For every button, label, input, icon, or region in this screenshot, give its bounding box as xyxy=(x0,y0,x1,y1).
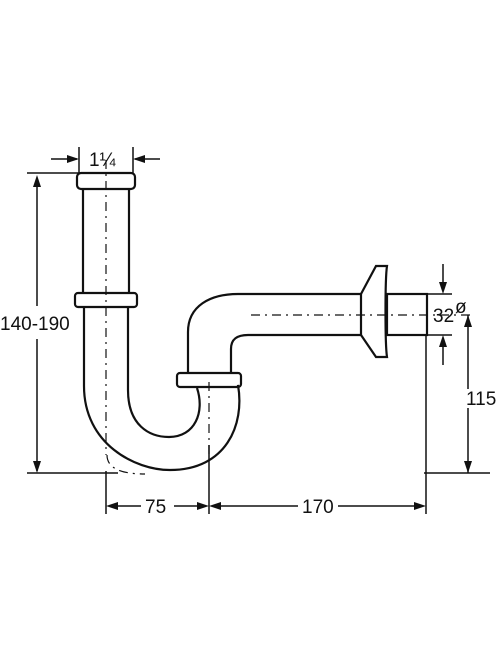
height-range-label: 140-190 xyxy=(0,314,70,335)
inlet-left-arrow xyxy=(67,155,79,163)
outlet-bottom-arrow xyxy=(439,335,447,347)
outlet-diameter-label: 32 xyxy=(433,306,454,327)
outlet-height-bottom-arrow xyxy=(464,461,472,473)
inlet-diameter-label: 1¼ xyxy=(89,150,117,171)
u-bend-inner xyxy=(126,307,201,439)
height-top-arrow xyxy=(33,175,41,187)
width-170-right-arrow xyxy=(414,502,426,510)
diameter-symbol: ø xyxy=(455,297,467,318)
trap-width-label: 75 xyxy=(145,497,166,518)
dimension-lines xyxy=(27,147,490,514)
inlet-pipe xyxy=(81,189,131,293)
outlet-height-label: 115 xyxy=(466,389,496,410)
dimension-arrowheads xyxy=(33,155,472,510)
width-170-left-arrow xyxy=(209,502,221,510)
u-bend-outer xyxy=(82,307,241,472)
outlet-arm xyxy=(186,292,361,373)
outlet-length-label: 170 xyxy=(302,497,334,518)
outlet-top-arrow xyxy=(439,282,447,294)
wall-flange xyxy=(360,264,389,359)
centerline xyxy=(105,160,470,475)
trap-body xyxy=(73,171,429,472)
width-75-right-arrow xyxy=(197,502,209,510)
height-bottom-arrow xyxy=(33,461,41,473)
width-75-left-arrow xyxy=(106,502,118,510)
outlet-height-top-arrow xyxy=(464,315,472,327)
inlet-right-arrow xyxy=(133,155,145,163)
